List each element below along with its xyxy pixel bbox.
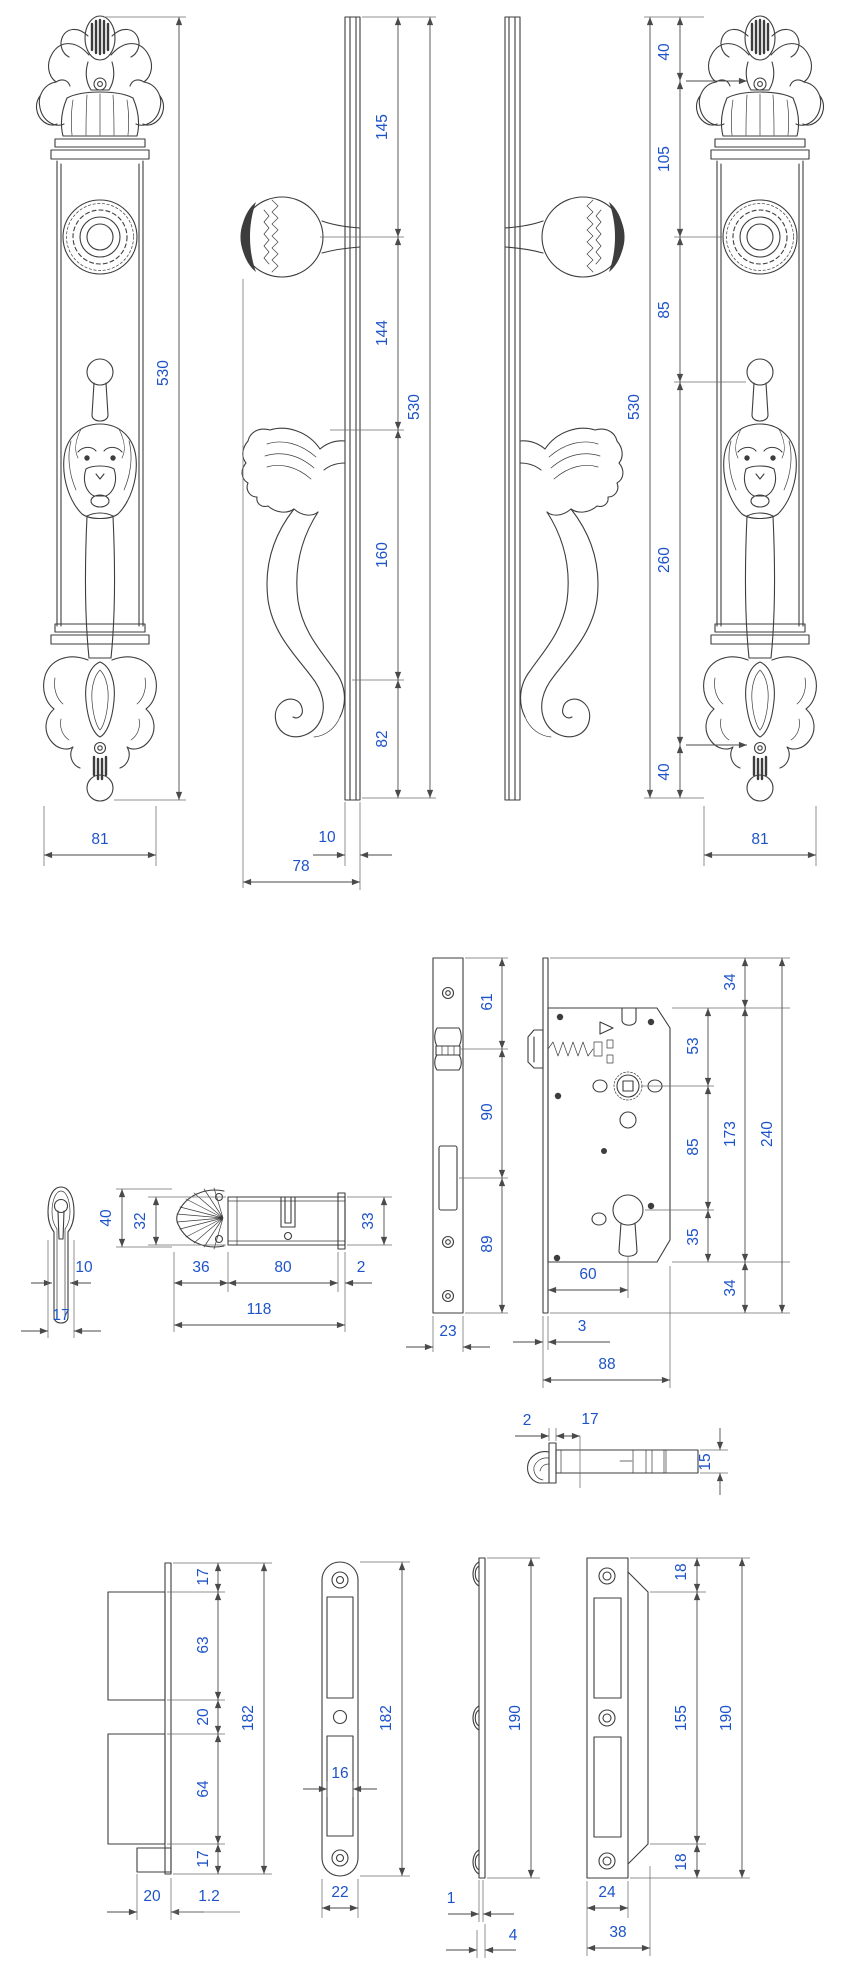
dim-face-90: 90 bbox=[479, 1103, 496, 1121]
dim-lip-155: 155 bbox=[673, 1705, 690, 1731]
dim-body-35: 35 bbox=[685, 1228, 702, 1245]
handle-side-view-left bbox=[240, 16, 361, 801]
latch-slot bbox=[593, 1597, 622, 1699]
dim-box-17t: 17 bbox=[195, 1568, 212, 1585]
lock-faceplate-dims: 61 90 89 23 bbox=[406, 957, 508, 1352]
dim-backset: 60 bbox=[579, 1266, 597, 1283]
handle-front-view-right bbox=[695, 14, 825, 803]
dim-lip-18b: 18 bbox=[673, 1853, 690, 1870]
dust-box-lower bbox=[107, 1733, 166, 1845]
dim-box-thickness: 1.2 bbox=[198, 1888, 220, 1905]
dim-face-thickness: 3 bbox=[578, 1318, 587, 1335]
dim-right-105: 105 bbox=[656, 146, 673, 172]
dim-front-total: 530 bbox=[155, 360, 172, 386]
dim-box-64: 64 bbox=[195, 1780, 212, 1798]
dim-right-85: 85 bbox=[656, 301, 673, 318]
dim-cyl-118: 118 bbox=[247, 1301, 272, 1318]
lock-faceplate-front-view bbox=[432, 957, 464, 1314]
dim-box-lip: 20 bbox=[143, 1888, 161, 1905]
dim-right-width: 81 bbox=[751, 831, 768, 848]
dim-box-total: 182 bbox=[240, 1705, 257, 1731]
dim-lip-width: 24 bbox=[598, 1884, 616, 1901]
dim-side-144: 144 bbox=[374, 320, 391, 346]
dim-box-20: 20 bbox=[195, 1708, 212, 1726]
deadbolt-slot bbox=[326, 1735, 354, 1837]
dim-bolt-height: 15 bbox=[697, 1453, 714, 1470]
dim-box-63: 63 bbox=[195, 1636, 212, 1653]
dim-right-40b: 40 bbox=[656, 763, 673, 781]
dim-cyl-2: 2 bbox=[357, 1259, 366, 1276]
dim-lip-full-width: 38 bbox=[609, 1924, 626, 1941]
dim-bolt-throw: 17 bbox=[581, 1411, 598, 1428]
dim-side-depth: 78 bbox=[292, 858, 309, 875]
deadbolt-cutout bbox=[438, 1145, 458, 1211]
deadbolt-slot bbox=[593, 1736, 622, 1838]
dim-body-85: 85 bbox=[685, 1138, 702, 1155]
dim-lip-total: 190 bbox=[718, 1705, 735, 1731]
cylinder-profile-view: 10 17 bbox=[21, 1186, 101, 1338]
dim-edge-depth: 4 bbox=[509, 1927, 518, 1944]
dim-side-160: 160 bbox=[374, 542, 391, 568]
strike-plate-edge-view: 190 1 4 bbox=[446, 1557, 540, 1958]
strike-plate-flat-view: 16 182 22 bbox=[303, 1561, 410, 1918]
dim-profile-height: 17 bbox=[52, 1307, 69, 1324]
strike-box-side-view: 17 63 20 64 17 182 20 1.2 bbox=[107, 1562, 272, 1920]
lock-body-side-view bbox=[527, 957, 671, 1314]
handle-front-left-dims: 530 81 bbox=[43, 16, 186, 866]
latch-bolt-side bbox=[527, 1029, 544, 1069]
dim-side-145: 145 bbox=[374, 114, 391, 140]
dim-flat-total: 182 bbox=[378, 1705, 395, 1731]
dim-face-width: 23 bbox=[439, 1323, 456, 1340]
dim-cyl-33: 33 bbox=[360, 1212, 377, 1229]
dim-flat-width: 22 bbox=[331, 1884, 348, 1901]
latch-slot bbox=[326, 1596, 354, 1699]
cylinder-body bbox=[227, 1196, 346, 1246]
bottom-lip bbox=[136, 1847, 172, 1873]
dim-side-total: 530 bbox=[406, 394, 423, 420]
dim-body-depth: 88 bbox=[598, 1356, 615, 1373]
cam-disc bbox=[337, 1192, 346, 1250]
dim-right-total: 530 bbox=[626, 394, 643, 420]
dim-front-width: 81 bbox=[91, 831, 108, 848]
dim-cyl-80: 80 bbox=[274, 1259, 292, 1276]
spindle-follower bbox=[613, 1071, 643, 1101]
lock-body-dims: 53 85 35 34 173 34 240 60 3 88 bbox=[513, 957, 790, 1388]
dim-lip-18t: 18 bbox=[673, 1563, 690, 1580]
dim-face-89: 89 bbox=[479, 1235, 496, 1252]
dim-body-173: 173 bbox=[722, 1121, 739, 1147]
cylinder-hole bbox=[612, 1194, 644, 1257]
dim-body-34b: 34 bbox=[722, 1279, 739, 1297]
handle-front-view-left bbox=[35, 14, 165, 803]
handle-side-view-right bbox=[504, 16, 625, 801]
deadbolt-detail-view: 2 17 15 bbox=[515, 1411, 728, 1495]
dim-bolt-flange: 2 bbox=[523, 1412, 532, 1429]
dim-right-40t: 40 bbox=[656, 43, 673, 61]
dim-body-34t: 34 bbox=[722, 973, 739, 991]
dim-side-82: 82 bbox=[374, 730, 391, 747]
dim-cyl-40: 40 bbox=[98, 1209, 115, 1227]
dim-edge-thickness: 1 bbox=[447, 1890, 456, 1907]
faceplate-edge bbox=[542, 957, 549, 1314]
handle-side-left-dims: 145 144 160 82 530 10 78 bbox=[242, 16, 436, 890]
dim-cyl-36: 36 bbox=[192, 1259, 209, 1276]
strike-plate-lip-view: 18 155 18 190 24 38 bbox=[586, 1557, 750, 1956]
dim-right-260: 260 bbox=[656, 547, 673, 573]
dim-edge-total: 190 bbox=[507, 1705, 524, 1731]
dim-box-17b: 17 bbox=[195, 1850, 212, 1867]
dim-side-plate-thickness: 10 bbox=[318, 829, 336, 846]
dim-face-61: 61 bbox=[479, 993, 496, 1010]
latch-bolt-front bbox=[434, 1027, 462, 1071]
key-notch bbox=[280, 1196, 296, 1228]
dust-box-upper bbox=[107, 1591, 166, 1701]
dim-body-53: 53 bbox=[685, 1037, 702, 1054]
dim-profile-width: 10 bbox=[75, 1259, 93, 1276]
dim-flat-slot: 16 bbox=[331, 1765, 348, 1782]
dim-cyl-32: 32 bbox=[132, 1212, 149, 1229]
handle-front-right-dims: 40 105 85 260 40 530 81 bbox=[626, 16, 817, 866]
cylinder-side-view: 40 32 33 36 80 2 118 bbox=[98, 1187, 392, 1332]
latch-spring bbox=[547, 1041, 594, 1057]
dim-body-240: 240 bbox=[759, 1121, 776, 1147]
lock-case bbox=[547, 1007, 671, 1263]
